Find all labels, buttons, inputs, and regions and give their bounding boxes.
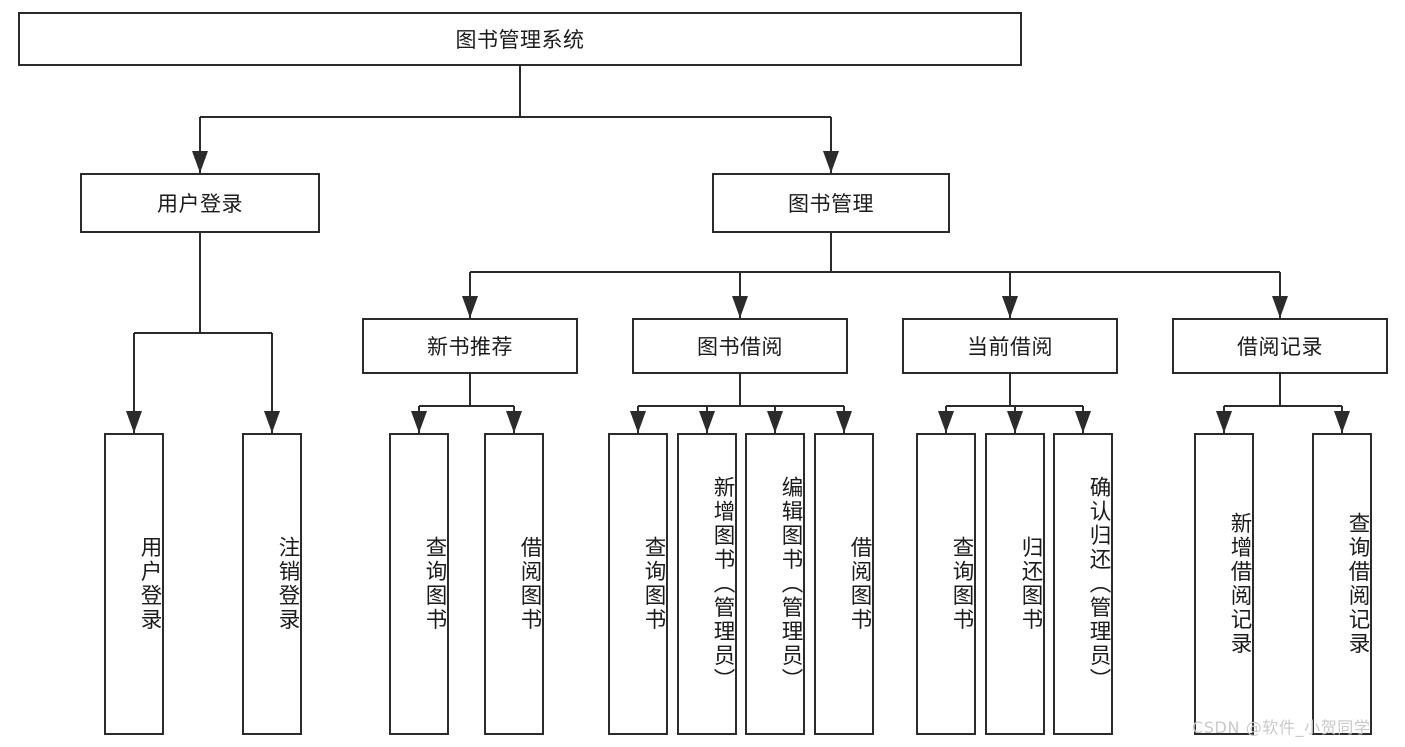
leaf-query-book-borrow[interactable]: 查询图书 <box>608 433 668 735</box>
leaf-query-book-current[interactable]: 查询图书 <box>916 433 976 735</box>
node-current-borrow[interactable]: 当前借阅 <box>902 318 1118 374</box>
leaf-borrow-book[interactable]: 借阅图书 <box>814 433 874 735</box>
leaf-return-book[interactable]: 归还图书 <box>985 433 1045 735</box>
leaf-borrow-book-recommend[interactable]: 借阅图书 <box>484 433 544 735</box>
leaf-add-book-admin[interactable]: 新增图书（管理员） <box>677 433 737 735</box>
node-borrow-record[interactable]: 借阅记录 <box>1172 318 1388 374</box>
leaf-add-borrow-record[interactable]: 新增借阅记录 <box>1194 433 1254 735</box>
node-user-login[interactable]: 用户登录 <box>80 173 320 233</box>
leaf-logout-login[interactable]: 注销登录 <box>242 433 302 735</box>
leaf-query-book-recommend[interactable]: 查询图书 <box>389 433 449 735</box>
node-root-system[interactable]: 图书管理系统 <box>18 12 1022 66</box>
node-new-book-recommend[interactable]: 新书推荐 <box>362 318 578 374</box>
leaf-confirm-return-admin[interactable]: 确认归还（管理员） <box>1053 433 1113 735</box>
leaf-query-borrow-record[interactable]: 查询借阅记录 <box>1312 433 1372 735</box>
leaf-user-login[interactable]: 用户登录 <box>104 433 164 735</box>
leaf-edit-book-admin[interactable]: 编辑图书（管理员） <box>745 433 805 735</box>
node-book-borrow[interactable]: 图书借阅 <box>632 318 848 374</box>
node-book-manage[interactable]: 图书管理 <box>712 173 950 233</box>
